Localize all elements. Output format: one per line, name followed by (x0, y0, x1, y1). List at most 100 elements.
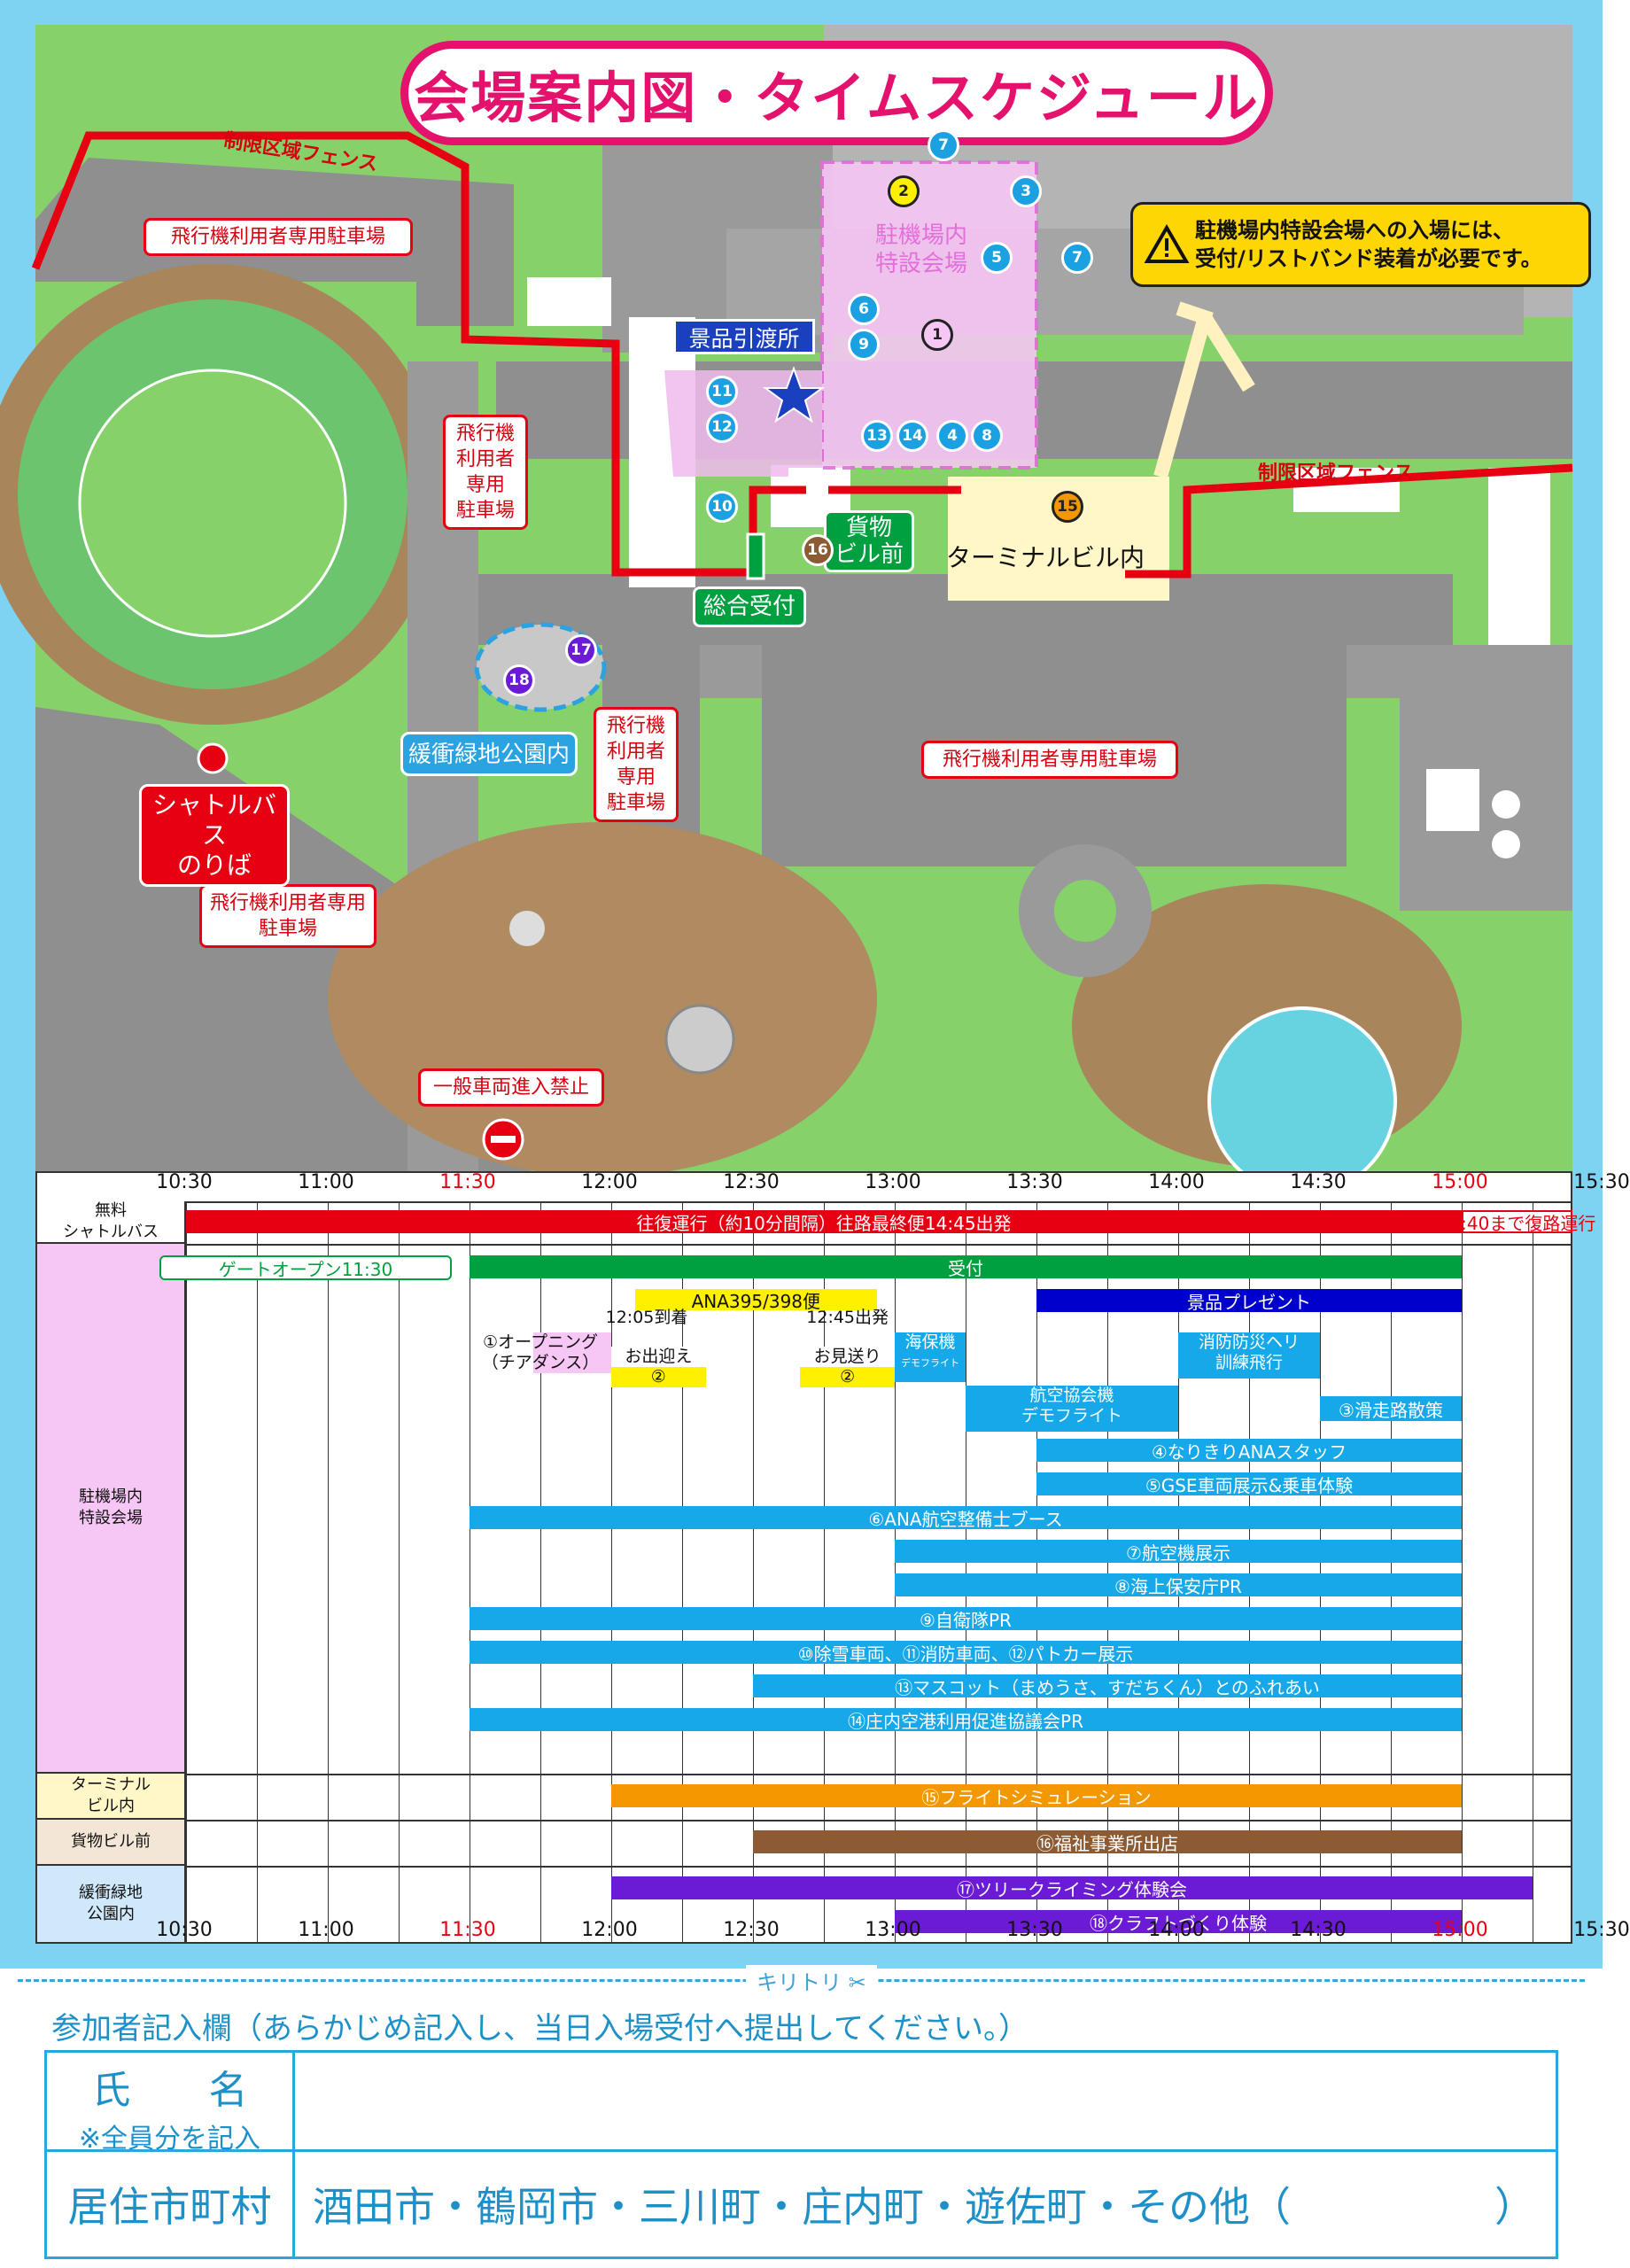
shuttle-return-bar: 16:40まで復路運行 (1439, 1210, 1595, 1234)
grid-line (186, 1201, 187, 1942)
grid-line (399, 1201, 400, 1942)
parking-label-main: 飛行機利用者専用駐車場 (921, 741, 1178, 779)
shuttle-bar: 往復運行（約10分間隔）往路最終便14:45出発 (186, 1210, 1462, 1234)
row-head-park: 緩衝緑地公園内 (37, 1866, 186, 1942)
marker-1: 1 (921, 319, 953, 351)
time-label: 14:00 (1148, 1171, 1205, 1193)
time-label: 12:00 (581, 1919, 638, 1941)
grid-line (753, 1201, 754, 1942)
coastguard-demo: 海保機デモフライト (895, 1332, 966, 1382)
city-label: 居住市町村 (47, 2152, 295, 2256)
parking-label-bottomleft: 飛行機利用者専用駐車場 (199, 884, 376, 948)
time-label: 14:30 (1290, 1171, 1347, 1193)
grid-line (1391, 1201, 1392, 1942)
marker-4: 4 (936, 420, 968, 452)
marker-6: 6 (848, 293, 880, 325)
warning-line-2: 受付/リストバンド装着が必要です。 (1195, 246, 1542, 271)
grid-line (611, 1201, 612, 1942)
time-label: 15:00 (1432, 1919, 1488, 1941)
reception-bar: 受付 (470, 1255, 1462, 1279)
schedule-bar: ⑤GSE車両展示&乗車体験 (1036, 1472, 1462, 1496)
grid-row-line (37, 1820, 1571, 1821)
parking-label-topleft: 飛行機利用者専用駐車場 (144, 218, 413, 256)
time-label: 11:00 (298, 1919, 354, 1941)
runway-walk-bar: ③滑走路散策 (1320, 1396, 1462, 1421)
time-label: 15:30 (1573, 1919, 1630, 1941)
terminal-inside-label: ターミナルビル内 (945, 543, 1145, 572)
grid-row-line (37, 1866, 1571, 1868)
name-sub-label: ※全員分を記入 (78, 2124, 261, 2155)
marker-5: 5 (981, 242, 1013, 274)
fence-label-right: 制限区域フェンス (1258, 462, 1414, 485)
entry-form: 氏 名 ※全員分を記入 居住市町村 酒田市・鶴岡市・三川町・庄内町・遊佐町・その… (44, 2050, 1558, 2259)
row-head-cargo: 貨物ビル前 (37, 1820, 186, 1866)
shuttle-stop-label: シャトルバスのりば (139, 784, 290, 887)
grid-line (1320, 1201, 1321, 1942)
time-label: 13:00 (865, 1171, 921, 1193)
prize-bar: 景品プレゼント (1036, 1289, 1462, 1313)
row-head-apron: 駐機場内特設会場 (37, 1244, 186, 1774)
schedule-bar: ⑯福祉事業所出店 (753, 1830, 1462, 1854)
time-label: 11:00 (298, 1171, 354, 1193)
parking-label-vertical-1: 飛行機利用者専用駐車場 (443, 415, 528, 530)
name-field[interactable] (298, 2053, 1556, 2149)
marker-16: 16 (802, 534, 834, 566)
grid-line (1249, 1201, 1250, 1942)
grid-row-line (37, 1201, 1571, 1203)
entry-warning: 駐機場内特設会場への入場には、受付/リストバンド装着が必要です。 (1130, 202, 1591, 287)
aviation-assoc-demo: 航空協会機デモフライト (966, 1386, 1178, 1432)
marker-7a: 7 (928, 129, 959, 161)
marker-9: 9 (848, 329, 880, 361)
schedule-bar: ⑦航空機展示 (895, 1540, 1462, 1564)
schedule-bar: ⑭庄内空港利用促進協議会PR (470, 1708, 1462, 1732)
name-label: 氏 名 (91, 2068, 248, 2113)
fire-heli-training: 消防防災ヘリ訓練飛行 (1178, 1332, 1320, 1379)
marker-14: 14 (896, 420, 928, 452)
marker-8: 8 (971, 420, 1003, 452)
parking-label-vertical-2: 飛行機利用者専用駐車場 (594, 707, 679, 822)
schedule-bar: ⑥ANA航空整備士ブース (470, 1506, 1462, 1530)
grid-line (682, 1201, 683, 1942)
marker-17: 17 (565, 634, 597, 666)
time-label: 15:00 (1432, 1171, 1488, 1193)
ana-flight-label: ANA395/398便 (634, 1289, 877, 1312)
time-label: 13:30 (1006, 1171, 1063, 1193)
schedule-bar: ⑩除雪車両、⑪消防車両、⑫パトカー展示 (470, 1641, 1462, 1665)
time-label: 13:00 (865, 1919, 921, 1941)
city-options[interactable]: 酒田市・鶴岡市・三川町・庄内町・遊佐町・その他（ ） (313, 2183, 1535, 2231)
cut-label: キリトリ ✂ (746, 1965, 877, 1996)
row-head-terminal: ターミナルビル内 (37, 1774, 186, 1820)
schedule-bar: ⑰ツリークライミング体験会 (611, 1876, 1533, 1900)
time-label: 11:30 (439, 1171, 496, 1193)
venue-map: 会場案内図・タイムスケジュール 制限区域フェンス 制限区域フェンス 飛行機利用者… (0, 25, 1591, 1196)
schedule-bar: ④なりきりANAスタッフ (1036, 1439, 1462, 1463)
prize-office-label: 景品引渡所 (673, 319, 815, 354)
marker-13: 13 (861, 420, 893, 452)
grid-line (1036, 1201, 1037, 1942)
no-entry-label: 一般車両進入禁止 (418, 1068, 604, 1107)
time-label: 14:30 (1290, 1919, 1347, 1941)
arrive-time: 12:05到着 (605, 1308, 688, 1327)
marker-2: 2 (888, 175, 920, 207)
row-head-shuttle: 無料シャトルバス (37, 1201, 186, 1244)
schedule-bar: ⑬マスコット（まめうさ、すだちくん）とのふれあい (753, 1674, 1462, 1698)
form-note: 参加者記入欄（あらかじめ記入し、当日入場受付へ提出してください。） (51, 2011, 1028, 2047)
buffer-park-label: 緩衝緑地公園内 (400, 732, 578, 776)
marker-18: 18 (503, 664, 535, 696)
grid-line (895, 1201, 896, 1942)
cargo-front-label: 貨物ビル前 (824, 510, 914, 572)
grid-line (824, 1201, 825, 1942)
marker-12: 12 (706, 411, 738, 443)
form-divider (295, 2149, 1558, 2152)
schedule-bar: ⑧海上保安庁PR (895, 1573, 1462, 1597)
grid-line (540, 1201, 541, 1942)
grid-row-line (37, 1774, 1571, 1775)
time-label: 12:30 (723, 1171, 780, 1193)
time-label: 11:30 (439, 1919, 496, 1941)
gate-open-label: ゲートオープン11:30 (159, 1255, 452, 1280)
warning-line-1: 駐機場内特設会場への入場には、 (1195, 218, 1514, 243)
time-label: 14:00 (1148, 1919, 1205, 1941)
page-title: 会場案内図・タイムスケジュール (400, 41, 1273, 145)
grid-line (1462, 1201, 1463, 1942)
time-label: 15:30 (1573, 1171, 1630, 1193)
